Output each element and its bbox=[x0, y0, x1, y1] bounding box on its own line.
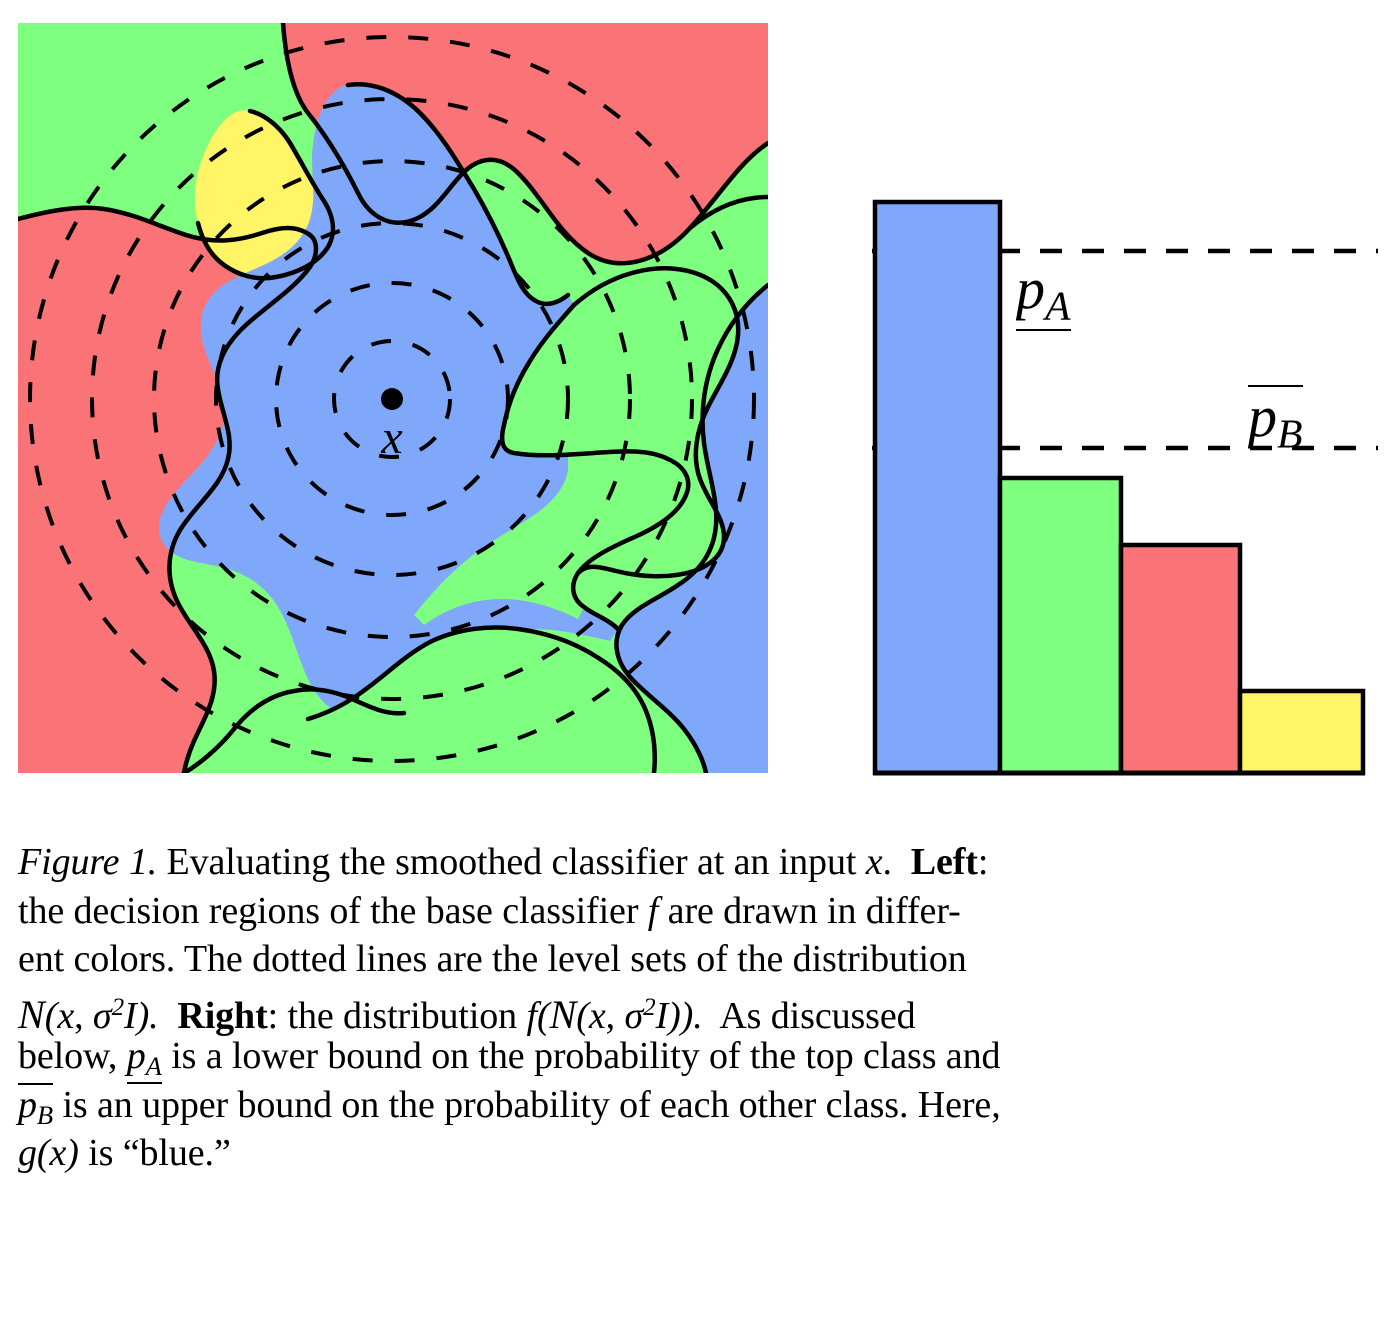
caption-l7-g: g bbox=[18, 1132, 37, 1174]
caption-line-4: N(x, σ2I). Right: the distribution f(N(x… bbox=[18, 984, 1386, 1037]
caption-l4-open3: ( bbox=[576, 994, 589, 1037]
level-set-contours bbox=[28, 35, 756, 763]
figure-panels: x pA bbox=[18, 23, 1380, 790]
caption-l4-open: ( bbox=[44, 994, 58, 1037]
caption-line-3: ent colors. The dotted lines are the lev… bbox=[18, 935, 1386, 984]
caption-l4-x2: x bbox=[588, 994, 606, 1037]
caption-left-keyword: Left bbox=[910, 841, 978, 883]
probability-distribution-chart: pA pB bbox=[860, 180, 1380, 790]
p-b-annotation: pB bbox=[1248, 385, 1303, 458]
caption-line-6: pB is an upper bound on the probability … bbox=[18, 1081, 1386, 1130]
caption-l7-open: ( bbox=[36, 1132, 50, 1174]
p-a-subscript: A bbox=[1045, 283, 1071, 330]
caption-l4-comma: , bbox=[74, 994, 84, 1037]
level-set-5 bbox=[90, 97, 694, 701]
caption-l3: ent colors. The dotted lines are the lev… bbox=[18, 938, 967, 980]
caption-l4-normal-symbol: N bbox=[18, 991, 45, 1037]
caption-l6-b: is an upper bound on the probability of … bbox=[62, 1083, 1001, 1126]
caption-right-keyword: Right bbox=[177, 994, 268, 1037]
bar-green[interactable] bbox=[997, 475, 1124, 776]
decision-regions-panel: x bbox=[18, 23, 768, 773]
level-set-6 bbox=[28, 35, 756, 763]
caption-l5-p: p bbox=[126, 1035, 146, 1077]
level-set-2 bbox=[274, 281, 510, 517]
caption-l4-normal-symbol-2: N bbox=[549, 991, 577, 1037]
p-b-base: p bbox=[1248, 385, 1277, 449]
caption-l7-tail: is “blue.” bbox=[88, 1132, 231, 1174]
boundary-green-tongue bbox=[571, 266, 741, 579]
caption-l4-close3: )). bbox=[668, 994, 703, 1037]
bar-chart-svg: pA pB bbox=[872, 199, 1378, 776]
boundary-blue-left-lower bbox=[167, 232, 319, 773]
caption-l4-sigma: σ bbox=[92, 994, 112, 1037]
boundary-red-left bbox=[18, 205, 313, 243]
caption-l6-p: p bbox=[18, 1083, 37, 1126]
caption-l4-x: x bbox=[57, 994, 75, 1037]
decision-regions-svg: x bbox=[18, 23, 768, 773]
p-a-base: p bbox=[1016, 260, 1045, 321]
figure-number-label: Figure 1. bbox=[18, 841, 158, 883]
caption-l1-period: . bbox=[882, 841, 893, 883]
level-set-3 bbox=[214, 221, 570, 577]
caption-l5-subscript-a: A bbox=[145, 1050, 162, 1081]
bar-yellow[interactable] bbox=[1237, 688, 1366, 776]
caption-line-7: g(x) is “blue.” bbox=[18, 1129, 1386, 1178]
caption-l2-f: f bbox=[647, 889, 659, 932]
caption-l6-subscript-b: B bbox=[36, 1099, 54, 1130]
caption-l1-a: Evaluating the smoothed classifier at an… bbox=[166, 841, 857, 883]
caption-l2-b: are drawn in differ- bbox=[667, 889, 961, 932]
p-a-annotation: pA bbox=[1016, 260, 1071, 332]
caption-l4-sigma-exponent: 2 bbox=[111, 993, 125, 1021]
caption-l7-close: ) bbox=[66, 1132, 79, 1174]
caption-l4-tail: As discussed bbox=[719, 994, 916, 1037]
caption-l4-identity-2: I bbox=[655, 994, 669, 1037]
caption-l4-identity: I bbox=[124, 994, 137, 1037]
caption-l4-sigma-exponent-2: 2 bbox=[643, 993, 656, 1021]
caption-l4-colon: : bbox=[267, 994, 279, 1037]
caption-line-2: the decision regions of the base classif… bbox=[18, 887, 1386, 936]
caption-line-1: Figure 1. Evaluating the smoothed classi… bbox=[18, 838, 1386, 887]
boundary-blue-bottom bbox=[181, 687, 407, 773]
caption-l4-close: ). bbox=[136, 994, 159, 1037]
boundary-blue-right-corner bbox=[614, 282, 768, 773]
boundary-yellow bbox=[195, 108, 336, 281]
level-set-1 bbox=[332, 339, 452, 459]
caption-l7-x: x bbox=[49, 1132, 67, 1174]
caption-l4-the-distribution: the distribution bbox=[287, 994, 518, 1037]
caption-l4-comma2: , bbox=[605, 994, 616, 1037]
caption-l4-sigma2: σ bbox=[624, 994, 644, 1037]
caption-l2-a: the decision regions of the base classif… bbox=[18, 889, 639, 932]
boundary-green-red-upper-right bbox=[687, 194, 768, 231]
caption-l4-open2: ( bbox=[536, 994, 550, 1037]
caption-line-5: below, pA is a lower bound on the probab… bbox=[18, 1032, 1386, 1084]
boundary-blue-center bbox=[345, 82, 571, 307]
figure-caption: Figure 1. Evaluating the smoothed classi… bbox=[18, 838, 1386, 1178]
region-red-left bbox=[18, 207, 316, 773]
bar-red[interactable] bbox=[1118, 542, 1243, 776]
caption-l4-f2: f bbox=[526, 994, 538, 1037]
region-boundaries bbox=[18, 23, 768, 773]
caption-l5-a: below, bbox=[18, 1035, 118, 1077]
center-point-dot bbox=[381, 388, 403, 410]
center-point-label: x bbox=[380, 411, 402, 464]
level-set-4 bbox=[152, 159, 632, 639]
boundary-blue-green-right bbox=[499, 302, 691, 632]
caption-l1-colon: : bbox=[977, 841, 989, 883]
bar-blue[interactable] bbox=[872, 199, 1003, 776]
region-green-bottom bbox=[306, 627, 655, 773]
region-blue-bottom-right bbox=[616, 285, 768, 773]
region-yellow bbox=[194, 110, 333, 279]
caption-l1-x: x bbox=[865, 841, 883, 883]
boundary-red-top bbox=[280, 23, 768, 266]
caption-l5-b: is a lower bound on the probability of t… bbox=[171, 1035, 1001, 1077]
p-b-subscript: B bbox=[1277, 411, 1303, 458]
boundary-green-bottom bbox=[305, 625, 657, 773]
